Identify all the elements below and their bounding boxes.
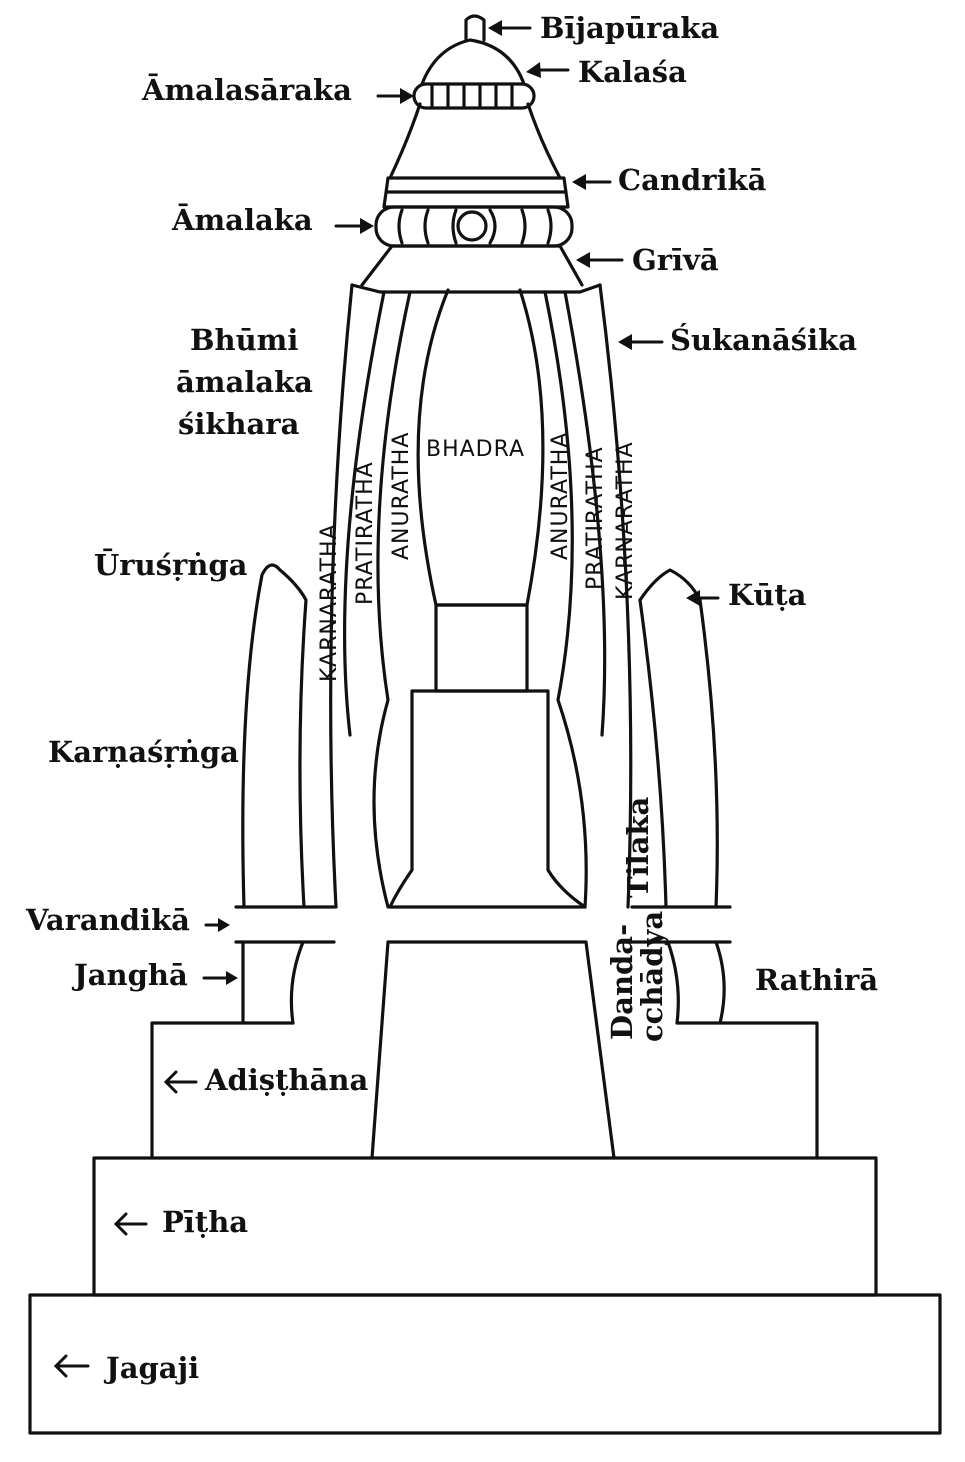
jangha-arrow <box>204 971 238 985</box>
bhadra-inner-box <box>436 605 527 691</box>
crown-neck <box>390 104 560 178</box>
anuratha-right-label: ANURATHA <box>548 432 573 560</box>
bhumi-label-line3: śikhara <box>178 407 300 441</box>
griva-arrow <box>576 252 622 268</box>
sukanasika-arrow <box>618 334 662 350</box>
karnasrnga-label: Karṇaśṛṅga <box>48 735 239 769</box>
jagaji-arrow <box>56 1356 88 1376</box>
amalasaraka-arrow <box>378 88 414 104</box>
kalasa-arrow <box>526 62 568 78</box>
danda-label-line2: cchādya <box>635 911 669 1042</box>
kuta-label: Kūṭa <box>728 578 807 612</box>
pitha-arrow <box>116 1214 146 1234</box>
amalaka-center-bead <box>458 212 486 240</box>
varandika-left <box>236 907 334 942</box>
adisthana-arrow <box>166 1072 196 1092</box>
candrika-label: Candrikā <box>618 163 767 197</box>
amalaka-label: Āmalaka <box>171 202 313 237</box>
bijapuraka-finial <box>466 16 484 40</box>
jangha-left <box>243 942 303 1023</box>
karnaratha-left-label: KARNARATHA <box>317 523 342 682</box>
bhadra-label: BHADRA <box>426 437 525 462</box>
griva <box>362 246 582 285</box>
pratiratha-left-label: PRATIRATHA <box>353 461 378 605</box>
danda-label-line1: Danda- <box>605 924 639 1040</box>
anuratha-left-label: ANURATHA <box>389 432 414 560</box>
amalaka-arrow <box>336 218 374 234</box>
bhadra-lower-box <box>390 691 585 907</box>
kalasa-label: Kalaśa <box>578 55 687 89</box>
jangha-label: Janghā <box>71 958 188 992</box>
pratiratha-right-label: PRATIRATHA <box>583 446 608 590</box>
sukanasika-label: Śukanāśika <box>670 321 857 357</box>
karnaratha-right-label: KARNARATHA <box>613 441 638 600</box>
rathira-label: Rathirā <box>755 963 878 997</box>
bhadra-lower-shaft <box>372 942 614 1158</box>
tilaka-label: Tilaka <box>621 797 655 898</box>
adisthana-label: Adiṣṭhāna <box>204 1063 368 1097</box>
pitha-label: Pīṭha <box>162 1205 248 1239</box>
candrika-arrow <box>572 174 610 190</box>
varandika-label: Varandikā <box>25 903 190 937</box>
rathira-right <box>668 942 724 1023</box>
kalasa-dome <box>422 40 524 84</box>
bijapuraka-arrow <box>488 20 530 36</box>
varandika-arrow <box>206 918 230 932</box>
karnasrnga-left <box>243 565 306 907</box>
amalasaraka-ribs <box>432 86 512 106</box>
anuratha-left-line <box>374 292 410 907</box>
urusrnga-label: Ūruśṛṅga <box>94 547 248 582</box>
amalasaraka-label: Āmalasāraka <box>141 72 352 107</box>
bhumi-label-line1: Bhūmi <box>190 323 298 357</box>
shikhara-top <box>352 285 600 292</box>
jagaji-label: Jagaji <box>103 1351 199 1385</box>
candrika <box>384 178 568 207</box>
bijapuraka-label: Bījapūraka <box>540 11 719 45</box>
bhumi-label-line2: āmalaka <box>176 365 313 399</box>
griva-label: Grīvā <box>632 243 719 277</box>
